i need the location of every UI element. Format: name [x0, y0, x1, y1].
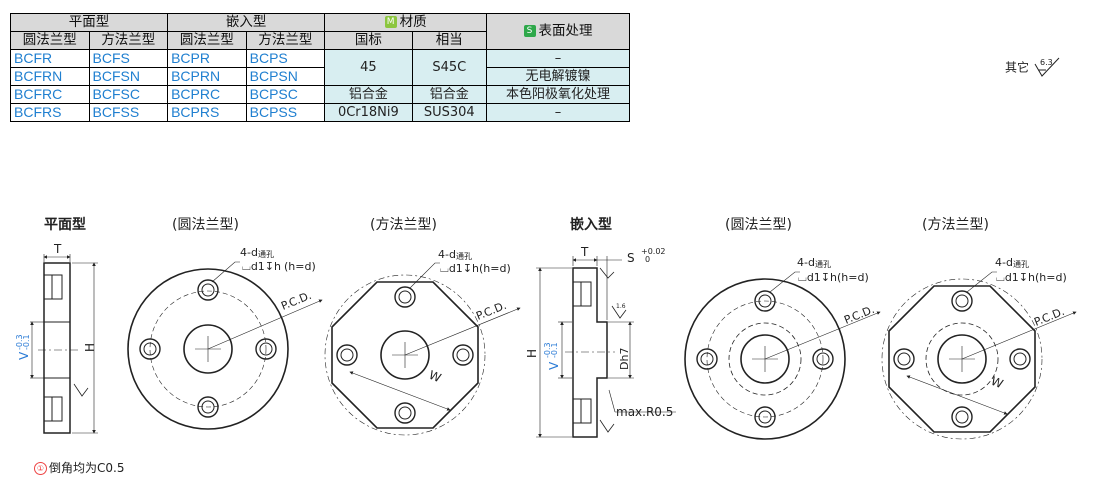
material-al-2: 铝合金 — [411, 85, 488, 104]
embed-square-w-label: W — [989, 374, 1005, 391]
embed-round-cb-label: ⌴d1↧h(h=d) — [798, 271, 869, 284]
embed-s-tol-up: +0.02 — [641, 247, 666, 256]
header-flat: 平面型 — [9, 13, 169, 32]
roughness-symbol-icon: 6.3 — [1034, 57, 1060, 77]
flat-square-pcd-label: P.C.D. — [474, 299, 508, 323]
footnote-text: 倒角均为C0.5 — [49, 461, 125, 475]
code-cell: BCFRS — [10, 103, 90, 122]
flat-h-label: H — [83, 343, 97, 352]
sub-equivalent: 相当 — [411, 31, 488, 50]
flat-v-label: V — [17, 351, 31, 360]
material-s45c: S45C — [411, 49, 488, 86]
material-sus: SUS304 — [411, 103, 488, 122]
flat-v-tol-up: -0.3 — [15, 334, 24, 350]
flat-round-hole-label: 4-d通孔 — [240, 246, 274, 259]
footnote-mark-icon: ① — [34, 462, 47, 475]
embed-square-flange — [881, 271, 1077, 440]
code-cell: BCPRC — [167, 85, 247, 104]
roughness-label: 其它 — [1005, 60, 1030, 75]
flat-square-cb-label: ⌴d1↧h(h=d) — [440, 262, 511, 275]
embed-v-tol-dn: -0.1 — [550, 342, 559, 358]
code-cell: BCFS — [88, 49, 169, 68]
embed-round-flange — [684, 271, 881, 440]
embed-square-hole-label: 4-d通孔 — [995, 256, 1029, 269]
flat-round-title: (圆法兰型) — [172, 217, 239, 233]
flat-square-w-label: W — [427, 368, 443, 385]
flat-v-tol-dn: -0.1 — [22, 334, 31, 350]
surface-r4: – — [486, 103, 630, 122]
sub-round: 圆法兰型 — [10, 31, 90, 50]
embed-square-pcd-label: P.C.D. — [1032, 305, 1066, 329]
sub-round-2: 圆法兰型 — [167, 31, 247, 50]
embed-round-hole-label: 4-d通孔 — [797, 256, 831, 269]
embed-round-title: (圆法兰型) — [725, 217, 792, 233]
flat-t-label: T — [53, 242, 62, 256]
material-45: 45 — [324, 49, 413, 86]
embed-square-cb-label: ⌴d1↧h(h=d) — [996, 271, 1067, 284]
embed-s-label: S — [627, 251, 635, 265]
material-ss: 0Cr18Ni9 — [324, 103, 413, 122]
flat-square-hole-label: 4-d通孔 — [438, 248, 472, 261]
material-badge-icon: M — [384, 16, 397, 28]
embed-t-label: T — [580, 245, 589, 259]
table-row: BCFRS BCFSS BCPRS BCPSS 0Cr18Ni9 SUS304 … — [10, 103, 630, 122]
flat-side-view — [30, 254, 98, 434]
flat-title: 平面型 — [44, 217, 86, 233]
header-material-label: 材质 — [399, 14, 427, 30]
embed-s-tol-dn: 0 — [645, 255, 650, 264]
flat-round-pcd-label: P.C.D. — [279, 289, 313, 313]
flat-square-flange — [324, 262, 521, 436]
code-cell: BCFR — [10, 49, 90, 68]
code-cell: BCFSS — [88, 103, 169, 122]
surface-r1: – — [486, 49, 630, 68]
flat-square-title: (方法兰型) — [370, 217, 437, 233]
code-cell: BCPRN — [167, 67, 247, 86]
embed-side-view — [536, 256, 676, 438]
roughness-note: 其它 6.3 — [1005, 56, 1063, 80]
embed-r16-label: 1.6 — [616, 303, 626, 310]
flat-round-flange — [127, 261, 323, 430]
flat-round-cb-label: ⌴d1↧h(h=d) — [242, 260, 316, 273]
sub-square-2: 方法兰型 — [245, 31, 326, 50]
code-cell: BCPR — [167, 49, 247, 68]
header-embed: 嵌入型 — [167, 13, 326, 32]
table-row: BCFR BCFS BCPR BCPS 45 S45C – — [10, 49, 630, 86]
surface-badge-icon: S — [523, 25, 536, 37]
roughness-value: 6.3 — [1040, 58, 1053, 67]
embed-v-label: V — [547, 361, 561, 370]
embed-h-label: H — [525, 349, 539, 358]
embed-max-r-label: max.R0.5 — [616, 405, 673, 419]
code-cell: BCPRS — [167, 103, 247, 122]
table-row: BCFRN BCFSN BCPRN BCPSN 无电解镀镍 — [10, 67, 630, 86]
embed-v-tol-up: -0.3 — [543, 342, 552, 358]
embed-dh7-label: Dh7 — [618, 348, 631, 370]
embed-round-pcd-label: P.C.D. — [842, 303, 876, 327]
embed-title: 嵌入型 — [570, 217, 612, 233]
surface-r3: 本色阳极氧化处理 — [486, 85, 630, 104]
embed-square-title: (方法兰型) — [922, 217, 989, 233]
code-cell: BCPSS — [245, 103, 326, 122]
header-surface-label: 表面处理 — [538, 23, 593, 39]
table-row: BCFRC BCFSC BCPRC BCPSC 铝合金 铝合金 本色阳极氧化处理 — [10, 85, 630, 104]
material-al: 铝合金 — [324, 85, 413, 104]
